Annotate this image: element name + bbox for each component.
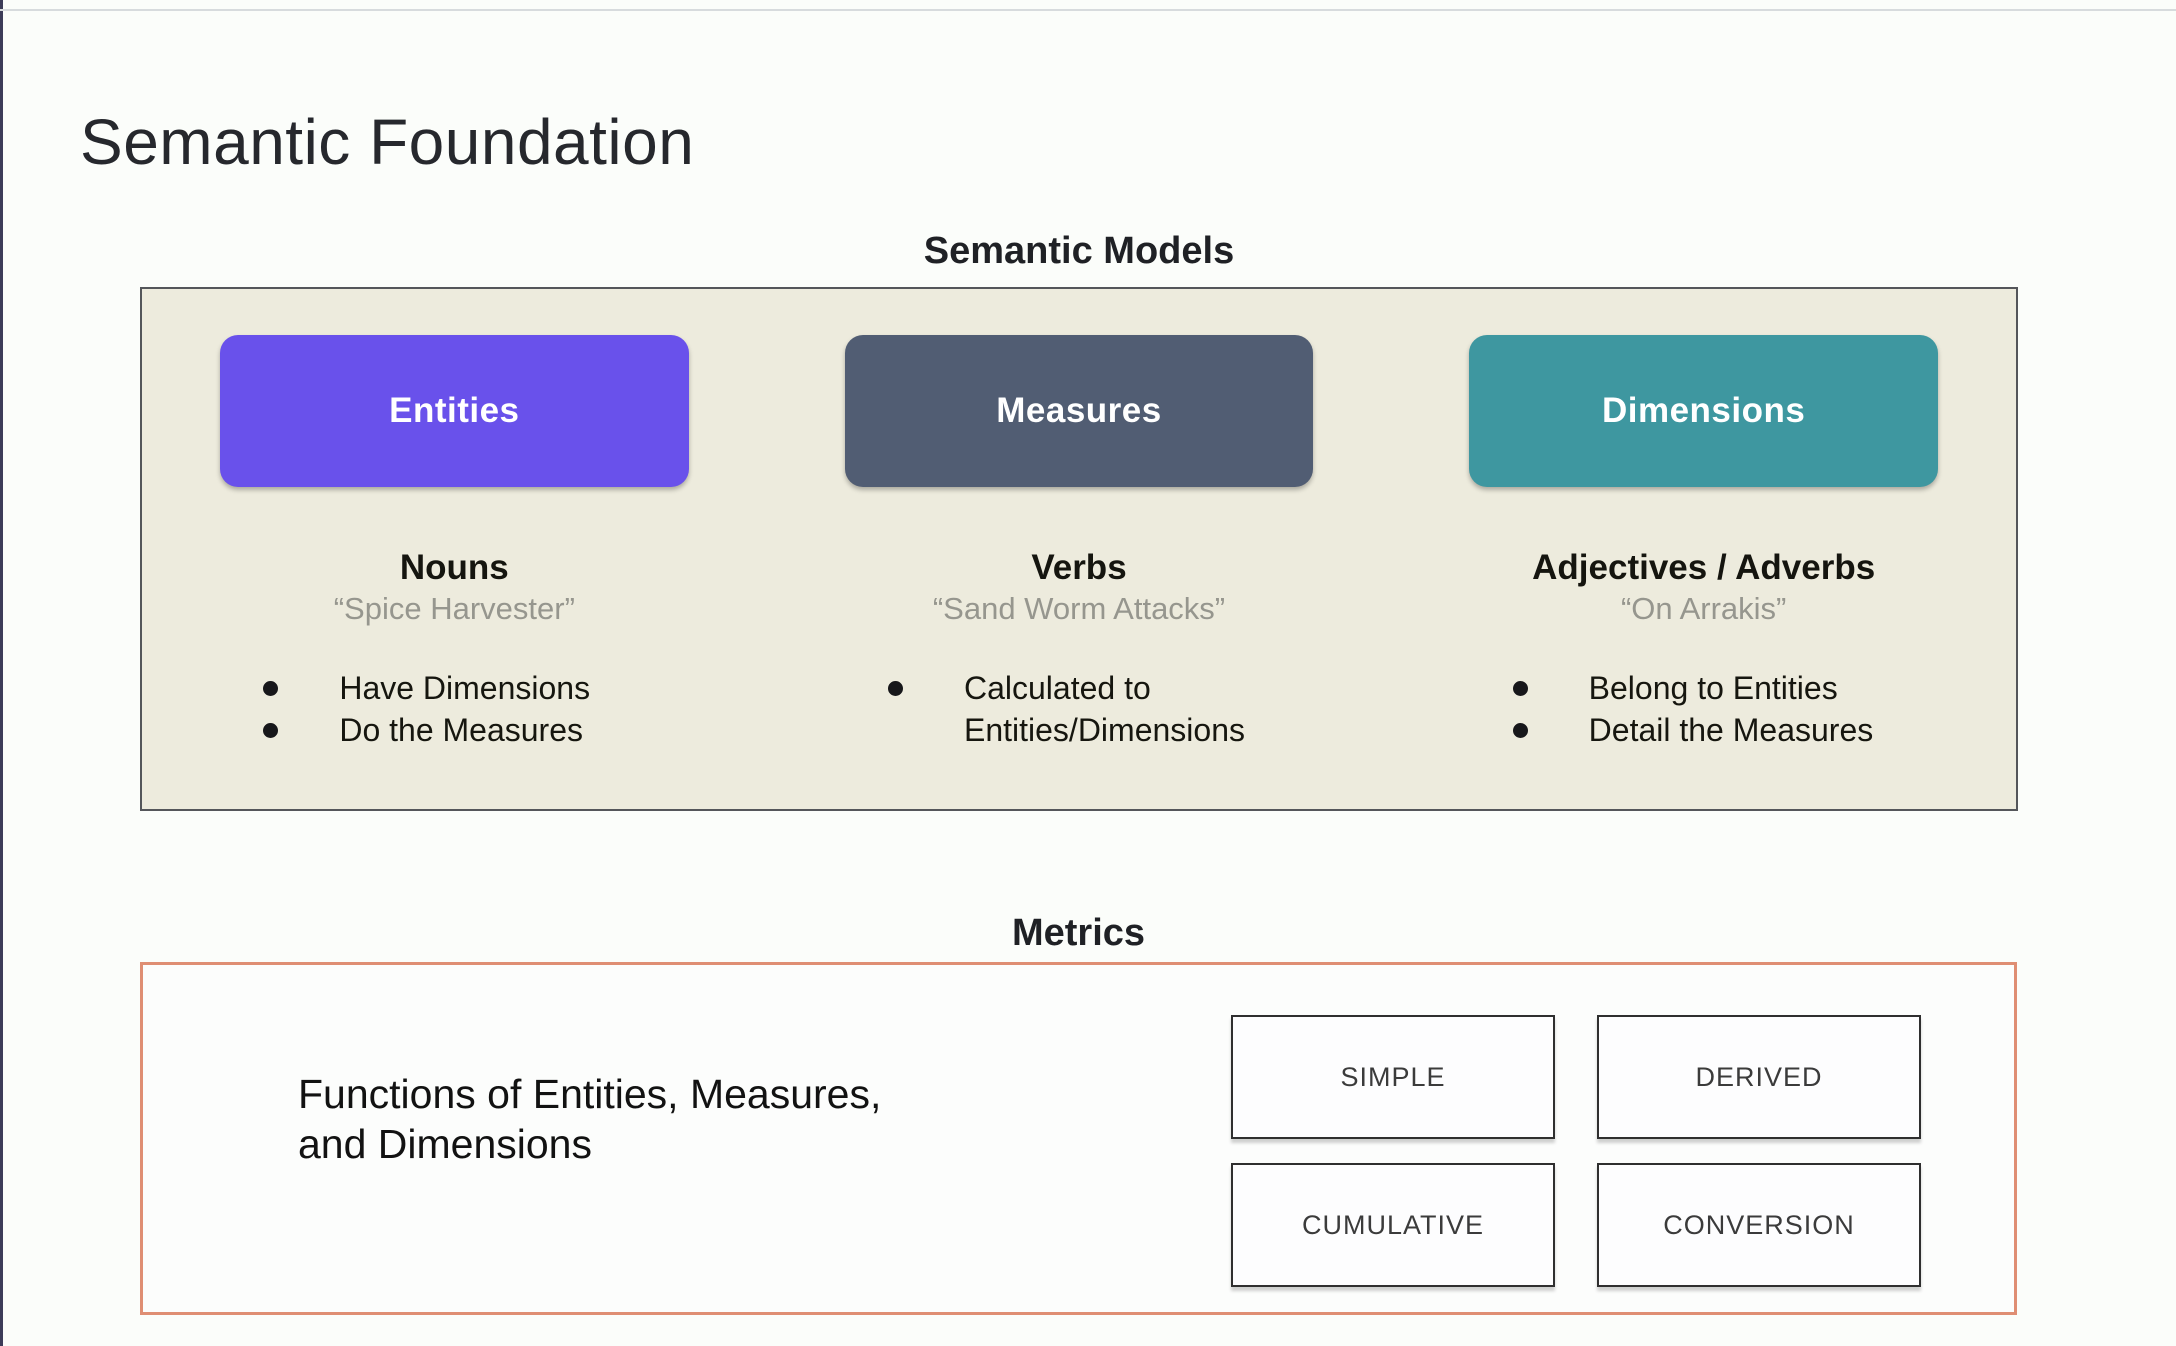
entities-example-quote: “Spice Harvester” <box>333 590 575 626</box>
entities-role-heading: Nouns <box>399 548 509 587</box>
metric-box-conversion: CONVERSION <box>1597 1163 1921 1287</box>
entities-pill-label: Entities <box>389 391 520 430</box>
semantic-models-panel: Entities Nouns “Spice Harvester” Have Di… <box>140 287 2018 811</box>
measures-role-heading: Verbs <box>1031 548 1127 587</box>
metrics-heading: Metrics <box>1011 912 1146 954</box>
entities-pill: Entities <box>220 335 689 487</box>
bullet-item: Have Dimensions <box>239 667 669 709</box>
metrics-panel: Functions of Entities, Measures, and Dim… <box>140 962 2017 1315</box>
dimensions-column: Dimensions Adjectives / Adverbs “On Arra… <box>1391 335 2016 809</box>
metric-box-simple: SIMPLE <box>1231 1015 1555 1139</box>
bullet-item: Detail the Measures <box>1489 709 1919 751</box>
entities-bullet-list: Have Dimensions Do the Measures <box>239 667 669 751</box>
semantic-models-heading: Semantic Models <box>923 230 1235 272</box>
measures-pill: Measures <box>844 335 1314 487</box>
slide-title: Semantic Foundation <box>80 105 695 178</box>
bullet-item: Belong to Entities <box>1489 667 1919 709</box>
dimensions-role-heading: Adjectives / Adverbs <box>1532 548 1876 587</box>
metrics-description: Functions of Entities, Measures, and Dim… <box>298 1071 882 1168</box>
measures-bullet-list: Calculated to Entities/Dimensions <box>864 667 1294 751</box>
dimensions-example-quote: “On Arrakis” <box>1620 590 1787 626</box>
measures-example-quote: “Sand Worm Attacks” <box>932 590 1226 626</box>
dimensions-pill: Dimensions <box>1469 335 1938 487</box>
entities-column: Entities Nouns “Spice Harvester” Have Di… <box>142 335 767 809</box>
metric-box-derived: DERIVED <box>1597 1015 1921 1139</box>
window-top-edge <box>0 9 2176 11</box>
metrics-grid: SIMPLE DERIVED CUMULATIVE CONVERSION <box>1231 1015 1921 1287</box>
bullet-item: Do the Measures <box>239 709 669 751</box>
measures-column: Measures Verbs “Sand Worm Attacks” Calcu… <box>767 335 1392 809</box>
dimensions-bullet-list: Belong to Entities Detail the Measures <box>1489 667 1919 751</box>
window-left-edge <box>0 0 3 1346</box>
measures-pill-label: Measures <box>996 391 1162 430</box>
bullet-item: Calculated to Entities/Dimensions <box>864 667 1294 751</box>
dimensions-pill-label: Dimensions <box>1601 391 1806 430</box>
metric-box-cumulative: CUMULATIVE <box>1231 1163 1555 1287</box>
